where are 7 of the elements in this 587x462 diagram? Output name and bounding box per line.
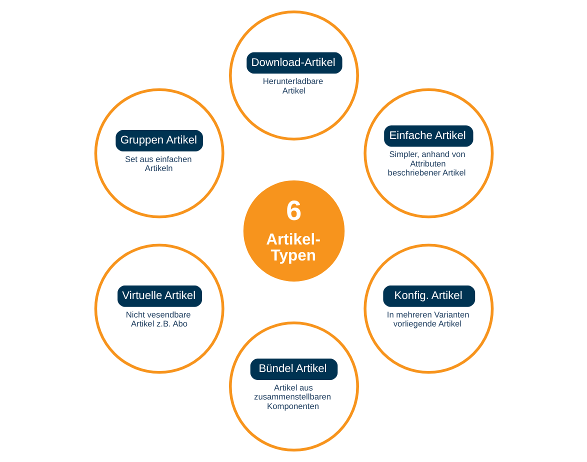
node-circle: Konfig. Artikel In mehreren Varianten vorliegende Artikel [363, 244, 494, 374]
node-circle: Einfache Artikel Simpler, anhand von Attributen beschriebener Artikel [363, 88, 494, 218]
node-circle: Download-Artikel Herunterladbare Artikel [228, 10, 358, 140]
node-circle: Gruppen Artikel Set aus einfachen Artikeln [94, 88, 224, 218]
node-circle: Bündel Artikel Artikel aus zusammenstellbaren Komponenten [228, 322, 358, 452]
node-circle: 6 Artikel- Typen [242, 180, 344, 282]
node-circle: Virtuelle Artikel Nicht vesendbare Artikel z.B. Abo [94, 244, 224, 374]
